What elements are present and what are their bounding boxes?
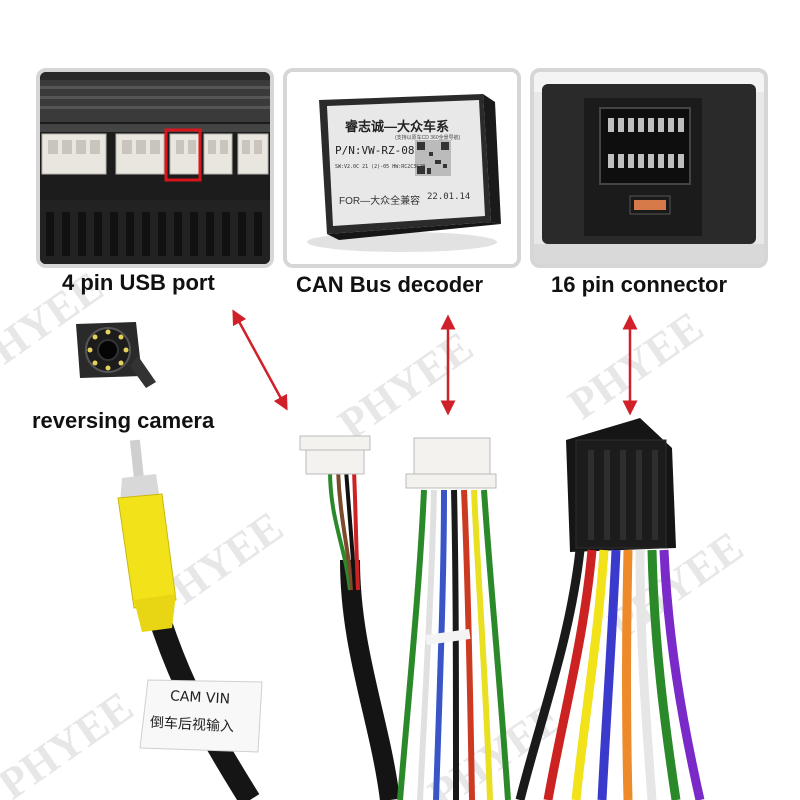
can-decoder-photo: 睿志诚—大众车系 (支持以原车CD 360全景导航) P/N:VW-RZ-08 … [283,68,521,268]
caption-16pin: 16 pin connector [551,272,728,297]
usb-port-photo [36,68,274,268]
reversing-camera-illustration [76,322,156,388]
decoder-box-illustration [287,72,517,264]
decoder-subtitle: (支持以原车CD 360全景导航) [395,135,461,141]
caption-usb-port: 4 pin USB port [62,270,215,295]
highlight-box [164,128,202,182]
caption-reversing-camera: reversing camera [32,408,215,433]
usb-port-illustration [40,72,270,264]
16pin-connector-photo [530,68,768,268]
16pin-socket-illustration [534,72,764,264]
cable-tag-line1: CAM VIN [169,688,231,708]
decoder-spec: SW:V2.0C 21 (2)-05 HW:RC2C3C2B [335,164,426,170]
decoder-part-number: P/N:VW-RZ-08 [335,144,415,157]
decoder-date: 22.01.14 [427,192,471,202]
decoder-brand: 睿志诚—大众车系 [345,119,450,134]
decoder-for-line: FOR—大众全兼容 [339,196,421,207]
arrow-usb [232,309,288,411]
caption-can-decoder: CAN Bus decoder [296,272,484,297]
